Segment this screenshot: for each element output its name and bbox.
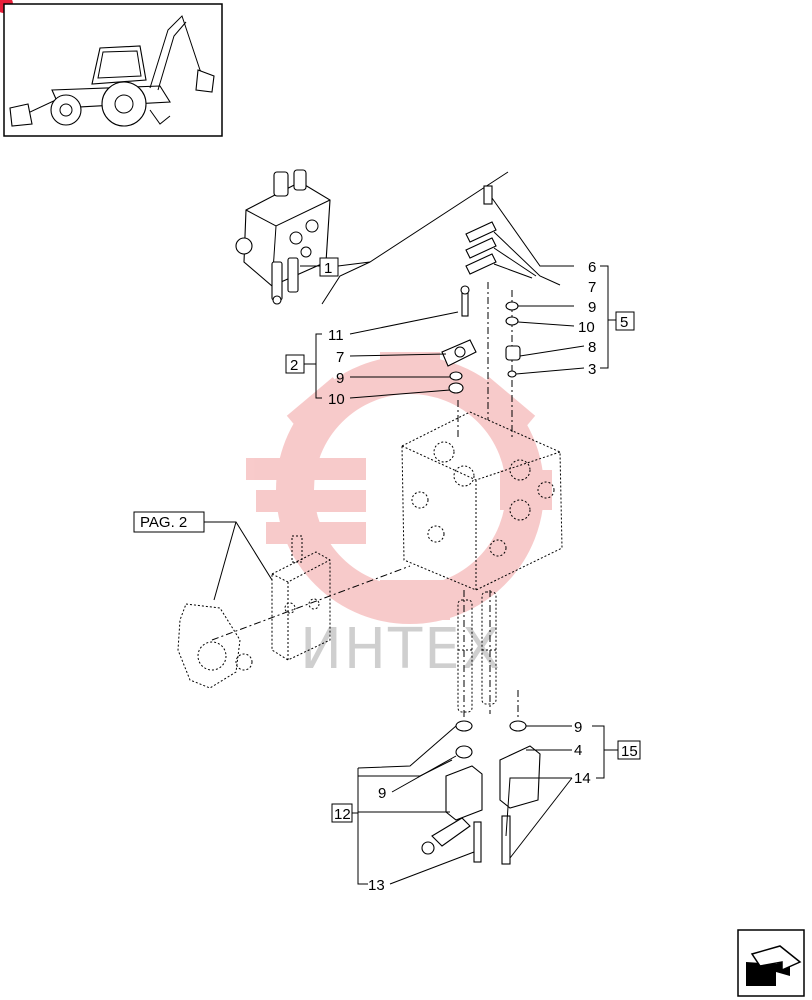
callout-15: 15 (621, 743, 638, 760)
callout-2: 2 (290, 357, 298, 374)
callout-3: 3 (588, 361, 596, 378)
callout-9-bottom-right: 9 (574, 719, 582, 736)
callout-6: 6 (588, 259, 596, 276)
callout-12: 12 (334, 806, 351, 823)
control-valve-assembly (235, 169, 331, 305)
callout-10-left: 10 (328, 391, 345, 408)
callout-box-5 (615, 311, 635, 331)
end-cap-group (421, 720, 541, 865)
watermark-logo (246, 352, 552, 624)
side-valve-section (177, 535, 331, 689)
cover-plate-group (465, 185, 521, 378)
callout-10-right: 10 (578, 319, 595, 336)
backhoe-loader-icon[interactable] (3, 3, 223, 137)
callout-14: 14 (574, 770, 591, 787)
callout-9-right: 9 (588, 299, 596, 316)
callout-5: 5 (620, 314, 628, 331)
callout-7-right: 7 (588, 279, 596, 296)
valve-body-outline (401, 411, 563, 591)
plug-screw-group (441, 285, 477, 394)
callout-box-1 (319, 257, 339, 277)
callout-7-left: 7 (336, 349, 344, 366)
callout-box-15 (617, 740, 641, 760)
callout-13: 13 (368, 877, 385, 894)
page-ref-pag2[interactable]: PAG. 2 (140, 514, 187, 531)
callout-8: 8 (588, 339, 596, 356)
callout-box-2 (285, 354, 305, 374)
callout-9-left: 9 (336, 370, 344, 387)
spool-pair (457, 591, 497, 713)
callout-4: 4 (574, 742, 582, 759)
next-page-arrow-icon[interactable] (737, 929, 805, 997)
callout-11: 11 (328, 327, 344, 344)
callout-1: 1 (324, 260, 332, 277)
callout-9-bottom-left: 9 (378, 785, 386, 802)
